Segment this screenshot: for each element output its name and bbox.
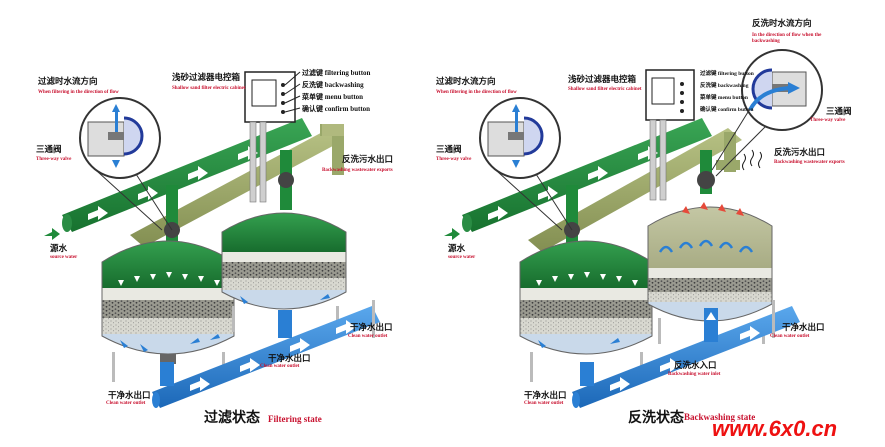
left-clean-outlet-3-en: Clean water outlet — [106, 401, 146, 406]
left-clean-outlet-2-en: Clean water outlet — [348, 334, 388, 339]
right-electric-cabinet — [645, 69, 695, 201]
right-backwash-inlet-label: 反洗水入口 — [674, 360, 717, 371]
left-panel: 过滤时水流方向 When filtering in the direction … — [36, 68, 393, 426]
right-confirm-button-label: 确认键 confirm button — [700, 105, 753, 113]
left-clean-pipe — [152, 300, 380, 408]
right-flow-direction-label: 过滤时水流方向 — [436, 76, 496, 87]
left-clean-outlet-3-label: 干净水出口 — [108, 390, 151, 401]
right-clean-outlet-1-label: 干净水出口 — [782, 322, 825, 333]
left-source-pipe — [62, 118, 312, 232]
right-caption-en: Backwashing state — [684, 412, 755, 422]
right-valve-detail-1 — [479, 97, 573, 231]
right-backwash-direction-en-1: In the direction of flow when the — [752, 33, 822, 38]
left-caption: 过滤状态 — [204, 409, 260, 426]
right-source-arrow-icon — [444, 228, 460, 240]
left-flow-direction-en: When filtering in the direction of flow — [38, 90, 119, 95]
left-filter-tank-2 — [221, 212, 347, 332]
right-backwash-inlet-en: Backwashing water inlet — [668, 372, 721, 377]
right-panel: 过滤时水流方向 When filtering in the direction … — [436, 18, 852, 441]
left-valve-detail — [79, 97, 173, 231]
watermark: www.6x0.cn — [712, 416, 837, 441]
left-clean-outlet-1-label: 干净水出口 — [268, 353, 311, 364]
right-caption: 反洗状态 — [628, 409, 684, 426]
right-clean-outlet-2-en: Clean water outlet — [524, 401, 564, 406]
right-source-water-en: source water — [448, 255, 476, 260]
left-filter-tank-1 — [101, 240, 235, 382]
left-backwashing-button-label: 反洗键 backwashing — [302, 80, 364, 89]
left-confirm-button-label: 确认键 confirm button — [302, 104, 370, 113]
left-caption-en: Filtering state — [268, 414, 322, 424]
right-clean-pipe — [572, 300, 800, 408]
right-sewage-outlet-label: 反洗污水出口 — [774, 147, 825, 158]
right-cabinet-en: Shallow sand filter electric cabinet — [568, 87, 642, 92]
right-cabinet-label: 浅砂过滤器电控箱 — [568, 74, 637, 85]
right-filter-tank-1 — [519, 240, 653, 382]
right-filter-tank-2 — [647, 202, 773, 344]
right-source-water-label: 源水 — [448, 243, 466, 254]
left-menu-button-label: 菜单键 menu button — [301, 92, 363, 101]
right-three-way-valve-right-label: 三通阀 — [826, 106, 852, 117]
left-cabinet-label: 浅砂过滤器电控箱 — [172, 72, 241, 83]
right-filtering-button-label: 过滤键 filtering button — [700, 69, 754, 77]
left-electric-cabinet — [244, 71, 301, 203]
right-three-way-valve-left-en: Three-way valve — [436, 157, 472, 162]
left-source-water-label: 源水 — [50, 243, 68, 254]
left-source-water-en: source water — [50, 255, 78, 260]
right-three-way-valve-right-en: Three-way valve — [810, 118, 846, 123]
left-clean-outlet-2-label: 干净水出口 — [350, 322, 393, 333]
right-three-way-valve-left-label: 三通阀 — [436, 144, 462, 155]
left-filtering-button-label: 过滤键 filtering button — [302, 68, 371, 77]
left-source-arrow-icon — [44, 228, 60, 240]
right-backwash-direction-en-2: backwashing — [752, 39, 780, 44]
left-three-way-valve-en: Three-way valve — [36, 157, 72, 162]
right-clean-outlet-2-label: 干净水出口 — [524, 390, 567, 401]
left-three-way-valve-label: 三通阀 — [36, 144, 62, 155]
right-menu-button-label: 菜单键 menu button — [699, 93, 748, 101]
right-backwash-direction-label: 反洗时水流方向 — [752, 18, 812, 29]
left-flow-direction-label: 过滤时水流方向 — [38, 76, 98, 87]
right-flow-direction-en: When filtering in the direction of flow — [436, 90, 517, 95]
right-discharge-icon — [742, 149, 762, 171]
right-valve-detail-2 — [711, 49, 823, 177]
right-sewage-outlet-en: Backwashing wastewater exports — [774, 160, 845, 165]
left-sewage-outlet-en: Backwashing wastewater exports — [322, 168, 393, 173]
left-sewage-outlet-label: 反洗污水出口 — [342, 154, 393, 165]
right-backwashing-button-label: 反洗键 backwashing — [700, 81, 749, 89]
right-clean-outlet-1-en: Clean water outlet — [770, 334, 810, 339]
right-wastewater-pipe — [528, 128, 742, 252]
left-cabinet-en: Shallow sand filter electric cabinet — [172, 86, 246, 91]
left-clean-outlet-1-en: Clean water outlet — [260, 364, 300, 369]
